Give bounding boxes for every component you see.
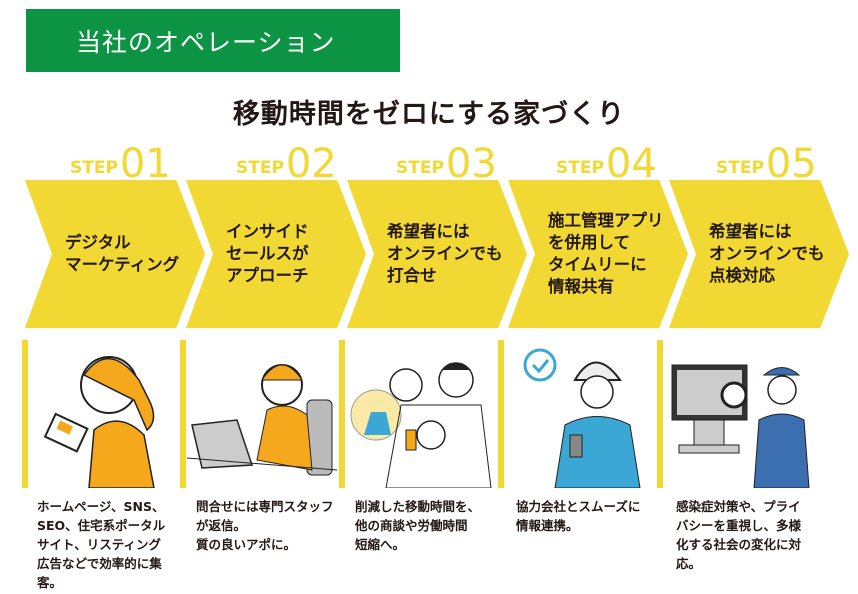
step-title: インサイド セールスが アプローチ xyxy=(226,222,309,285)
step-word: STEP xyxy=(70,158,118,178)
step-word: STEP xyxy=(556,158,604,178)
step-title: デジタル マーケティング xyxy=(65,233,180,274)
step-title: 希望者には オンラインでも 打合せ xyxy=(387,222,503,285)
step-number: 02 xyxy=(285,141,337,187)
illustration-inspector-with-monitor xyxy=(657,340,815,489)
step-chevron-5: 希望者には オンラインでも 点検対応 xyxy=(669,180,849,328)
headline: 移動時間をゼロにする家づくり xyxy=(232,99,626,130)
step-chevron-2: インサイド セールスが アプローチ xyxy=(186,180,366,328)
illustration-worker-with-smartphone xyxy=(498,340,656,489)
step-description-4: 協力会社とスムーズに 情報連携。 xyxy=(516,499,641,533)
step-number: 05 xyxy=(765,141,817,187)
step-word: STEP xyxy=(396,158,444,178)
step-description-1: ホームページ、SNS、 SEO、住宅系ポータル サイト、リスティング 広告などで… xyxy=(37,499,166,590)
step-number: 04 xyxy=(605,141,657,187)
step-description-5: 感染症対策や、プライ バシーを重視し、多様 化する社会の変化に対 応。 xyxy=(676,499,802,571)
step-description-3: 削減した移動時間を、 他の商談や労働時間 短縮へ。 xyxy=(355,499,481,552)
step-number: 03 xyxy=(445,141,497,187)
step-word: STEP xyxy=(716,158,764,178)
step-title: 施工管理アプリ を併用して タイムリーに 情報共有 xyxy=(548,211,664,296)
step-word: STEP xyxy=(236,158,284,178)
step-title: 希望者には オンラインでも 点検対応 xyxy=(709,222,825,285)
step-description-2: 問合せには専門スタッフ が返信。 質の良いアポに。 xyxy=(196,499,334,552)
illustration-woman-with-tablet xyxy=(22,340,180,489)
illustration-family-online-meeting xyxy=(339,340,497,489)
illustration-operator-with-headset xyxy=(180,340,338,488)
step-chevron-4: 施工管理アプリ を併用して タイムリーに 情報共有 xyxy=(508,180,688,328)
step-number: 01 xyxy=(119,141,171,187)
section-banner: 当社のオペレーション xyxy=(26,9,400,72)
step-chevron-1: デジタル マーケティング xyxy=(25,180,205,328)
step-chevron-3: 希望者には オンラインでも 打合せ xyxy=(347,180,527,328)
